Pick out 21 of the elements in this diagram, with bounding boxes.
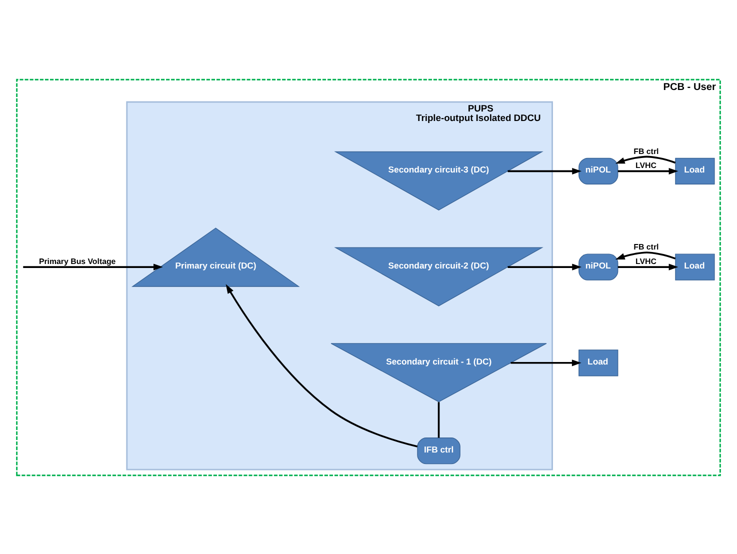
edge-label: LVHC: [635, 160, 656, 170]
arrow: [508, 263, 582, 270]
node-box: Load: [675, 253, 715, 280]
node-box: niPOL: [578, 253, 618, 280]
edge-label: FB ctrl: [634, 242, 659, 252]
node-box: IFB ctrl: [417, 437, 460, 464]
arrow: [23, 263, 163, 270]
arrow: [508, 167, 582, 174]
arrow: [615, 251, 676, 260]
arrow: [618, 263, 678, 270]
connector: [438, 402, 440, 438]
node-box: Load: [675, 157, 715, 184]
arrow: [618, 167, 678, 174]
arrow: [226, 284, 418, 447]
node-box: Load: [578, 349, 618, 376]
edge-label: FB ctrl: [634, 146, 659, 156]
edge-label: Primary Bus Voltage: [38, 256, 116, 266]
edge-label: LVHC: [635, 256, 656, 266]
arrow: [510, 359, 582, 366]
arrow: [615, 155, 676, 164]
node-box: niPOL: [578, 157, 618, 184]
